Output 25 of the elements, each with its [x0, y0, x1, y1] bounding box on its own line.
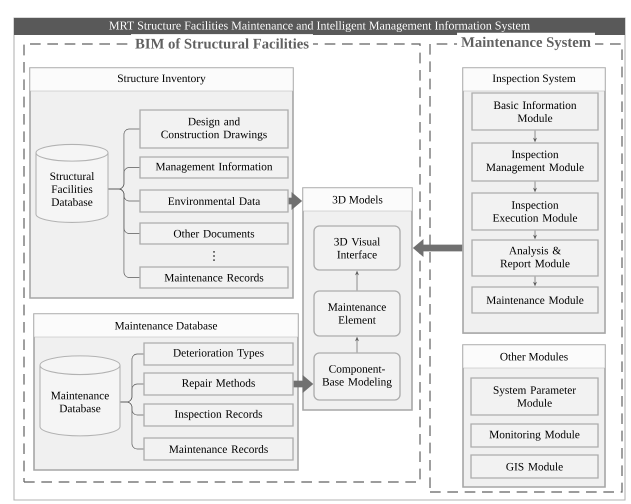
module-box: GIS Module [470, 454, 599, 479]
module-box: Inspection Execution Module [471, 192, 599, 231]
title-bar: MRT Structure Facilities Maintenance and Intelligent Management Information System [14, 18, 625, 35]
module-box: Other Documents [139, 222, 289, 245]
rounded-box: Component-Base Modeling [313, 352, 401, 401]
module-box: Design and Construction Drawings [139, 109, 289, 149]
module-box: Maintenance Records [139, 266, 289, 289]
module-box: Inspection Management Module [471, 142, 599, 182]
module-box: Analysis & Report Module [471, 239, 599, 277]
database-cylinder: Maintenance Database [39, 355, 121, 436]
rounded-box: Maintenance Element [313, 290, 401, 337]
bracket-line [108, 188, 140, 278]
module-box: Management Information [139, 156, 289, 179]
module-box: Monitoring Module [470, 423, 599, 448]
module-box: Inspection Records [143, 403, 294, 427]
module-box: Basic Information Module [471, 92, 599, 131]
module-box: System Parameter Module [470, 377, 599, 416]
rounded-box: 3D Visual Interface [313, 225, 401, 271]
module-box: Deterioration Types [143, 342, 294, 366]
database-cylinder: Structural Facilities Database [35, 144, 109, 223]
module-box: Repair Methods [143, 372, 294, 396]
module-box: Maintenance Module [471, 286, 599, 314]
module-box: Environmental Data [139, 189, 289, 213]
ellipsis: ⋮ [213, 251, 215, 261]
module-box: Maintenance Records [143, 437, 294, 461]
